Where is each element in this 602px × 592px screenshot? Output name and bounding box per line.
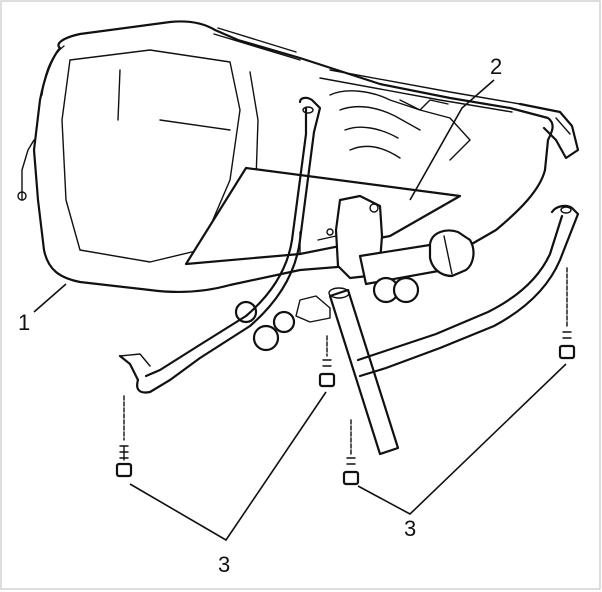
callout-heat-shield: 2 [490,54,502,79]
right-strap [356,204,580,378]
left-strap [118,96,322,394]
filler-pipe-assembly [234,194,475,456]
callout-bolts-left: 3 [218,552,230,577]
bolt-right-strap-front [342,419,360,486]
leader-lines [33,79,567,542]
bolt-right-strap-rear [558,267,576,360]
callout-bolts-right: 3 [404,516,416,541]
bolt-left-strap-rear [318,335,336,388]
callout-fuel-tank: 1 [18,310,30,335]
bolt-left-strap-front [115,395,133,478]
fuel-tank [17,20,580,294]
